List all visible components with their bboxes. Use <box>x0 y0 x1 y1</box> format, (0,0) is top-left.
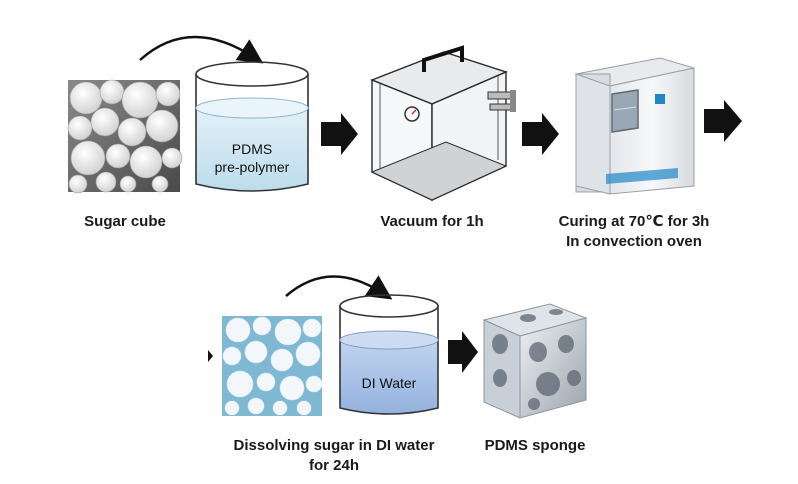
sponge-caption: PDMS sponge <box>484 437 586 454</box>
curing-caption: Curing at 70℃ for 3h In convection oven <box>534 212 734 252</box>
vacuum-chamber-image <box>370 45 516 202</box>
dissolving-caption: Dissolving sugar in DI water for 24h <box>214 436 454 476</box>
pdms-beaker <box>195 61 309 192</box>
pdms-sponge-image <box>482 303 588 419</box>
curved-arrow-icon <box>139 35 264 64</box>
pdms-beaker-label: PDMS pre-polymer <box>196 140 308 176</box>
infiltrated-cube-image <box>222 316 323 416</box>
vacuum-caption: Vacuum for 1h <box>380 213 484 230</box>
curved-arrow-icon <box>285 275 393 300</box>
process-arrow-icon <box>321 113 358 155</box>
dissolving-caption-line2: for 24h <box>308 457 359 474</box>
di-water-label: DI Water <box>361 375 417 391</box>
sugar-cube-image <box>67 79 183 194</box>
process-arrow-icon <box>522 113 559 155</box>
dissolving-caption-line1: Dissolving sugar in DI water <box>233 437 435 454</box>
convection-oven-image <box>574 57 695 195</box>
process-arrow-icon <box>448 331 478 373</box>
process-arrow-icon <box>704 100 742 142</box>
pdms-label-line2: pre-polymer <box>214 159 290 175</box>
curing-caption-line1: Curing at 70℃ for 3h <box>558 213 710 230</box>
sugar-cube-caption: Sugar cube <box>84 213 166 230</box>
curing-caption-line2: In convection oven <box>566 233 702 250</box>
leading-arrow-tip-icon <box>208 350 213 362</box>
pdms-label-line1: PDMS <box>231 141 273 157</box>
di-water-beaker <box>339 294 439 415</box>
